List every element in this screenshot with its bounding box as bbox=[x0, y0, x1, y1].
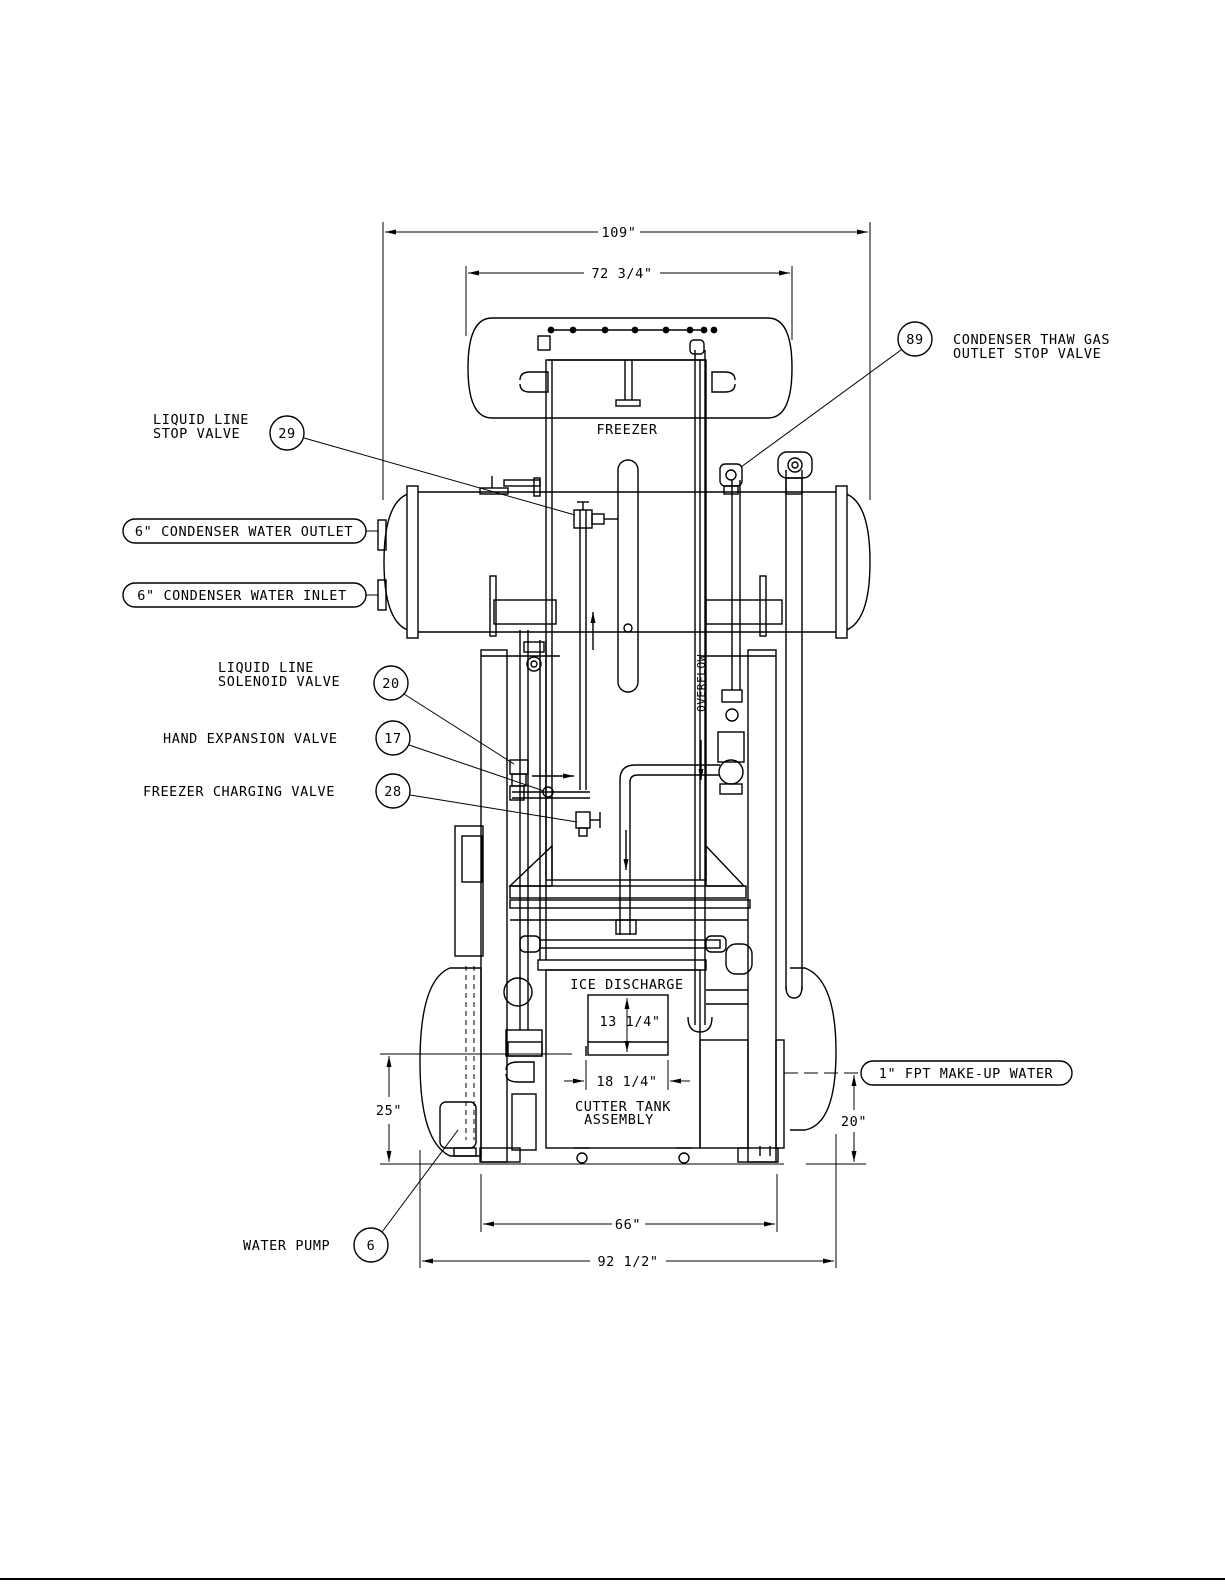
water-inlet-text: 6" CONDENSER WATER INLET bbox=[137, 588, 346, 604]
dim-20-text: 20" bbox=[841, 1114, 867, 1130]
cutter-tank-label-2: ASSEMBLY bbox=[584, 1112, 654, 1128]
dim-20: 20" bbox=[784, 1072, 867, 1165]
cutter-tank-label: CUTTER TANK bbox=[575, 1099, 671, 1115]
dim-25-text: 25" bbox=[376, 1103, 402, 1119]
callout-89-line1: CONDENSER THAW GAS bbox=[953, 332, 1110, 348]
callout-89: 89 CONDENSER THAW GAS OUTLET STOP VALVE bbox=[740, 321, 1110, 468]
callout-6: WATER PUMP 6 bbox=[243, 1129, 459, 1263]
callout-20: LIQUID LINE SOLENOID VALVE 20 bbox=[218, 660, 515, 765]
makeup-water-text: 1" FPT MAKE-UP WATER bbox=[879, 1066, 1054, 1082]
freezer-label: FREEZER bbox=[596, 422, 657, 438]
makeup-water-tag: 1" FPT MAKE-UP WATER bbox=[860, 1060, 1073, 1086]
valve-89-body bbox=[719, 451, 813, 495]
dim-72-text: 72 3/4" bbox=[591, 266, 652, 282]
callout-28-number: 28 bbox=[384, 784, 401, 800]
water-inlet-tag: 6" CONDENSER WATER INLET bbox=[122, 582, 378, 608]
water-outlet-tag: 6" CONDENSER WATER OUTLET bbox=[122, 518, 378, 544]
callout-89-number: 89 bbox=[906, 332, 923, 348]
callout-29-line2: STOP VALVE bbox=[153, 426, 240, 442]
dim-13-text: 13 1/4" bbox=[599, 1014, 660, 1030]
callout-29-line1: LIQUID LINE bbox=[153, 412, 249, 428]
overflow-label: OVERFLOW bbox=[695, 654, 708, 712]
water-outlet-text: 6" CONDENSER WATER OUTLET bbox=[135, 524, 353, 540]
callout-29-number: 29 bbox=[278, 426, 295, 442]
condenser-shell bbox=[377, 476, 871, 639]
lower-frame bbox=[419, 470, 837, 1164]
dim-13-1-4: 13 1/4" bbox=[599, 998, 660, 1052]
dim-109: 109" bbox=[382, 222, 871, 500]
callout-20-number: 20 bbox=[382, 676, 399, 692]
charging-valve-28-body bbox=[575, 811, 601, 837]
dim-18-text: 18 1/4" bbox=[596, 1074, 657, 1090]
sight-glass-left bbox=[523, 641, 545, 672]
callout-17: HAND EXPANSION VALVE 17 bbox=[163, 720, 545, 792]
dim-92-1-2: 92 1/2" bbox=[419, 1134, 837, 1270]
expansion-valve-17-body bbox=[509, 773, 590, 801]
callout-89-line2: OUTLET STOP VALVE bbox=[953, 346, 1101, 362]
callout-28: FREEZER CHARGING VALVE 28 bbox=[143, 773, 578, 823]
callout-6-line1: WATER PUMP bbox=[243, 1238, 330, 1254]
freezer-column bbox=[545, 350, 713, 1033]
upper-receiver-tank bbox=[467, 317, 793, 419]
dim-18-1-4: 18 1/4" bbox=[564, 1060, 690, 1090]
dim-66: 66" bbox=[480, 1174, 778, 1233]
callout-20-line2: SOLENOID VALVE bbox=[218, 674, 340, 690]
callout-28-line1: FREEZER CHARGING VALVE bbox=[143, 784, 335, 800]
dim-109-text: 109" bbox=[602, 225, 637, 241]
callout-6-number: 6 bbox=[367, 1238, 376, 1254]
callout-17-line1: HAND EXPANSION VALVE bbox=[163, 731, 338, 747]
left-tank-dashes bbox=[465, 966, 475, 1140]
callout-20-line1: LIQUID LINE bbox=[218, 660, 314, 676]
dim-25: 25" bbox=[376, 1053, 784, 1165]
callout-29: LIQUID LINE STOP VALVE 29 bbox=[153, 412, 576, 516]
ice-discharge-label: ICE DISCHARGE bbox=[570, 977, 683, 993]
dim-66-text: 66" bbox=[615, 1217, 641, 1233]
dim-92-text: 92 1/2" bbox=[597, 1254, 658, 1270]
liquid-valve-right bbox=[717, 689, 745, 795]
callout-17-number: 17 bbox=[384, 731, 401, 747]
dim-72-3-4: 72 3/4" bbox=[465, 266, 793, 340]
valve-29-body bbox=[573, 501, 618, 529]
page-bottom-rule bbox=[0, 1578, 1225, 1580]
